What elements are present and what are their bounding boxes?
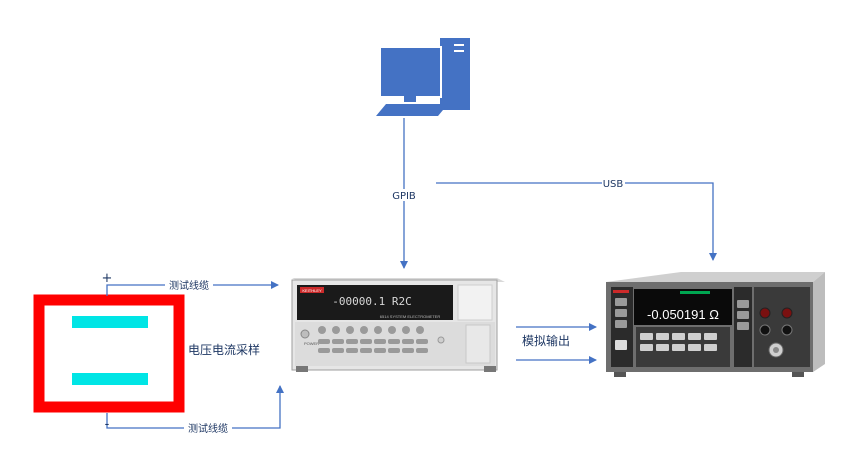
- electrometer-keys: [318, 326, 428, 353]
- test-lead-bottom-label: 测试线缆: [188, 422, 228, 435]
- electrometer-brand: KEITHLEY: [302, 288, 322, 293]
- electrometer-logo: [300, 287, 324, 293]
- test-lead-top-label: 测试线缆: [169, 279, 209, 292]
- dmm-reading: -0.050191 Ω: [647, 307, 719, 322]
- electrometer-device: KEITHLEY -00000.1 R2C 6514 SYSTEM ELECTR…: [291, 278, 505, 372]
- minus-sign: -: [105, 417, 110, 432]
- dmm-device: -0.050191 Ω: [606, 272, 825, 377]
- power-label: POWER: [304, 341, 319, 346]
- connections: [106, 118, 717, 429]
- plus-sign: +: [102, 271, 113, 286]
- computer-icon: [376, 38, 470, 116]
- sample-label: 电压电流采样: [188, 342, 260, 357]
- electrometer-model: 6514 SYSTEM ELECTROMETER: [380, 314, 441, 319]
- top-electrode: [72, 316, 148, 328]
- dmm-keys: [640, 333, 717, 351]
- sample-cell: [33, 294, 185, 413]
- bottom-electrode: [72, 373, 148, 385]
- gpib-label: GPIB: [392, 191, 416, 202]
- electrometer-display: -00000.1 R2C: [332, 295, 411, 308]
- test-lead-top-arrow: [106, 281, 279, 296]
- usb-arrow: [436, 182, 717, 261]
- usb-label: USB: [603, 179, 624, 190]
- analog-out-label: 模拟输出: [522, 333, 570, 348]
